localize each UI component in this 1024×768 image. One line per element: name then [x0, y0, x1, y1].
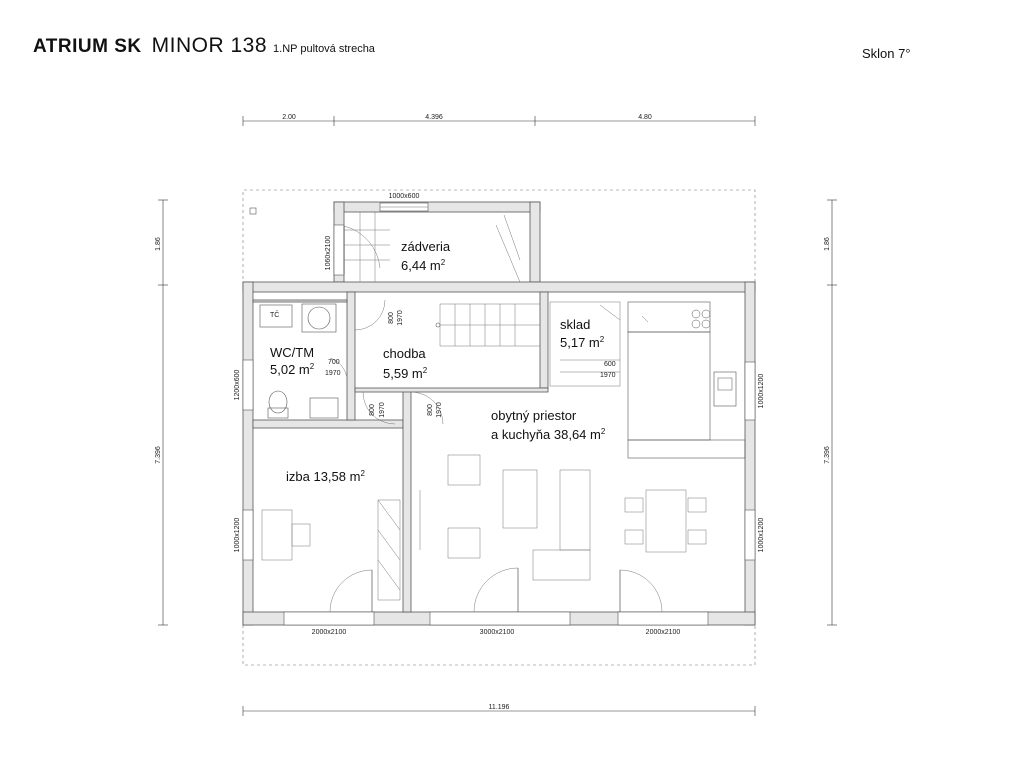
room-izba: izba 13,58 m2 — [286, 469, 365, 484]
label-heat-pump: TČ — [270, 310, 279, 319]
bottom-openings: 2000x2100 3000x2100 2000x2100 — [283, 567, 709, 636]
dim-left-2: 7.396 — [155, 446, 162, 464]
dim-left-1: 1.86 — [155, 237, 162, 251]
living-furniture — [419, 454, 707, 581]
label-left-window-top: 1200x600 — [234, 370, 241, 401]
top-window: 1000x600 — [379, 193, 429, 212]
dim-right-2: 7.396 — [824, 446, 831, 464]
room-wc-area: 5,02 m2 — [270, 362, 315, 377]
label-entry-door: 1060x2100 — [325, 236, 332, 271]
title-block: ATRIUM SK MINOR 138 1.NP pultová strecha — [33, 34, 375, 58]
room-sklad-area: 5,17 m2 — [560, 335, 605, 350]
room-zadveria-area: 6,44 m2 — [401, 258, 446, 273]
door2-height: 1970 — [325, 370, 341, 377]
model-title: MINOR 138 — [151, 34, 268, 57]
roof-slope-label: Sklon 7° — [862, 46, 911, 61]
entry-door: 1060x2100 — [325, 224, 381, 276]
label-bottom-right: 2000x2100 — [646, 629, 681, 636]
top-dimension-line: 2.00 4.396 4.80 — [242, 114, 756, 126]
label-bottom-mid: 3000x2100 — [480, 629, 515, 636]
brand-title: ATRIUM SK — [33, 36, 142, 57]
door5-width: 600 — [604, 361, 616, 368]
door4-height: 1970 — [436, 402, 443, 418]
label-right-window-bottom: 1000x1200 — [758, 518, 765, 553]
left-dimension-line: 1.86 7.396 — [155, 199, 168, 626]
room-chodba-area: 5,59 m2 — [383, 366, 428, 381]
room-zadveria-name: zádveria — [401, 239, 451, 254]
room-chodba-name: chodba — [383, 346, 426, 361]
dim-top-2: 4.396 — [425, 114, 443, 121]
door1-height: 1970 — [397, 310, 404, 326]
room-living-area: a kuchyňa 38,64 m2 — [491, 427, 606, 442]
door4-width: 800 — [427, 404, 434, 416]
room-living-name: obytný priestor — [491, 408, 577, 423]
label-left-window-bottom: 1000x1200 — [234, 518, 241, 553]
dim-bottom-total: 11.196 — [489, 704, 510, 711]
door3-width: 800 — [369, 404, 376, 416]
column-marker — [249, 207, 257, 215]
room-wc-name: WC/TM — [270, 345, 314, 360]
right-dimension-line: 1.86 7.396 — [824, 199, 837, 626]
bottom-dimension-line: 11.196 — [242, 704, 756, 716]
door1-width: 800 — [388, 312, 395, 324]
dim-top-3: 4.80 — [638, 114, 652, 121]
label-top-window: 1000x600 — [389, 193, 420, 200]
door5-height: 1970 — [600, 372, 616, 379]
door3-height: 1970 — [379, 402, 386, 418]
bedroom-furniture — [261, 499, 401, 601]
floor-subtitle: 1.NP pultová strecha — [273, 43, 375, 55]
sklad-stairs — [549, 301, 621, 387]
kitchen-counter — [627, 301, 746, 459]
side-windows: 1200x600 1000x1200 1000x1200 1000x1200 — [234, 359, 765, 561]
dim-top-1: 2.00 — [282, 114, 296, 121]
door2-width: 700 — [328, 359, 340, 366]
label-right-window-top: 1000x1200 — [758, 374, 765, 409]
label-bottom-left: 2000x2100 — [312, 629, 347, 636]
interior-doors: 800 1970 700 1970 800 1970 800 1970 600 … — [325, 299, 616, 425]
dim-right-1: 1.86 — [824, 237, 831, 251]
staircase — [435, 303, 541, 347]
room-sklad-name: sklad — [560, 317, 590, 332]
bathroom-fixtures: TČ — [259, 303, 339, 419]
roof-outline — [242, 189, 756, 666]
zadveria-stairs — [344, 212, 521, 283]
